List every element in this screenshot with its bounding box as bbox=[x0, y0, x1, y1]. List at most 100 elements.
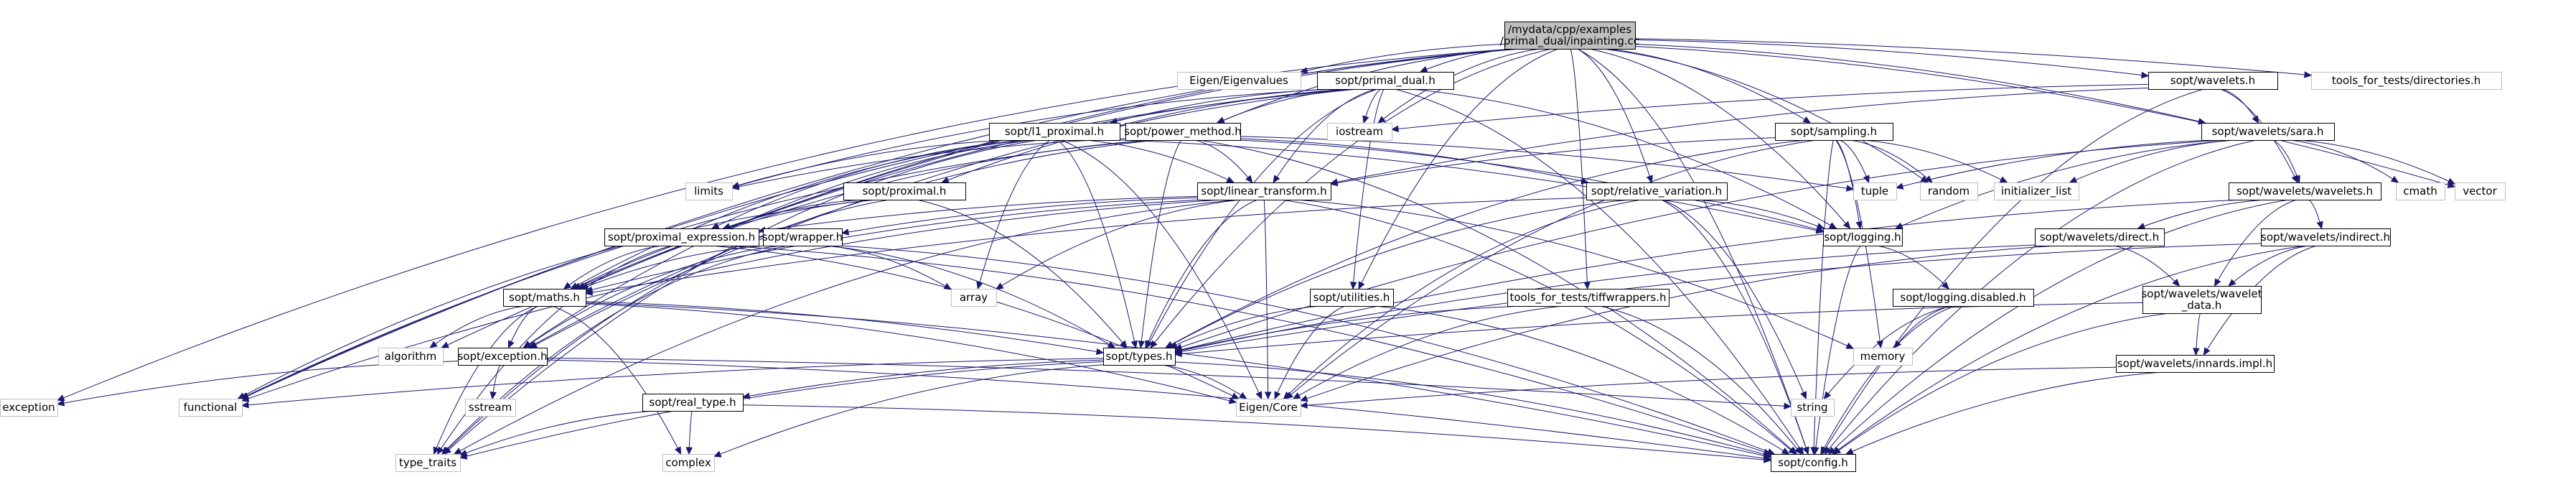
edge-arrowhead bbox=[1812, 446, 1819, 455]
edge-tiffwrappers-to-config bbox=[1599, 305, 1802, 455]
node-tiffwrappers[interactable]: tools_for_tests/tiffwrappers.h bbox=[1507, 289, 1669, 307]
edge-sampling-to-logging bbox=[1835, 139, 1863, 230]
node-direct[interactable]: sopt/wavelets/direct.h bbox=[2035, 228, 2165, 246]
edge-arrowhead bbox=[1766, 448, 1776, 455]
edge-arrowhead bbox=[1823, 391, 1832, 399]
node-config[interactable]: sopt/config.h bbox=[1771, 454, 1856, 472]
edge-arrowhead bbox=[1169, 341, 1178, 348]
node-utilities[interactable]: sopt/utilities.h bbox=[1310, 289, 1394, 307]
edge-line bbox=[1085, 139, 1234, 183]
node-tuple: tuple bbox=[1853, 182, 1897, 200]
node-proximal[interactable]: sopt/proximal.h bbox=[843, 182, 966, 200]
node-sampling[interactable]: sopt/sampling.h bbox=[1775, 123, 1893, 141]
edge-line bbox=[1283, 199, 1641, 399]
node-box bbox=[503, 289, 586, 307]
edge-wavelet_data-to-innards bbox=[2193, 312, 2201, 356]
edge-line bbox=[1300, 245, 2058, 402]
node-wavelets-h[interactable]: sopt/wavelets.h bbox=[2148, 72, 2278, 90]
node-indirect[interactable]: sopt/wavelets/indirect.h bbox=[2261, 228, 2391, 246]
edge-root-to-wavelets_h bbox=[1634, 39, 2150, 79]
node-label: /primal_dual/inpainting.cc bbox=[1500, 34, 1639, 48]
edge-line bbox=[240, 139, 1153, 399]
edge-line bbox=[1358, 48, 1559, 290]
node-wavelets-wavelets[interactable]: sopt/wavelets/wavelets.h bbox=[2229, 182, 2381, 200]
node-label: sopt/wavelets/sara.h bbox=[2212, 125, 2324, 138]
edge-linear_transform-to-types bbox=[1145, 199, 1258, 349]
node-memory: memory bbox=[1853, 348, 1913, 366]
node-root[interactable]: /mydata/cpp/examples/primal_dual/inpaint… bbox=[1500, 22, 1639, 50]
edge-arrowhead bbox=[976, 281, 983, 290]
edge-wrapper-to-exception_h bbox=[523, 245, 781, 348]
node-wrapper[interactable]: sopt/wrapper.h bbox=[762, 228, 843, 246]
node-box bbox=[1317, 72, 1454, 90]
edge-maths-to-config bbox=[585, 302, 1772, 459]
node-label: array bbox=[960, 291, 988, 304]
node-types[interactable]: sopt/types.h bbox=[1103, 348, 1176, 366]
edge-line bbox=[723, 199, 863, 229]
edge-line bbox=[731, 138, 1126, 189]
edge-arrowhead bbox=[1828, 222, 1837, 229]
edge-arrowhead bbox=[840, 228, 850, 236]
edge-wrapper-to-maths bbox=[580, 245, 766, 290]
edge-arrowhead bbox=[433, 446, 440, 455]
edge-arrowhead bbox=[1832, 447, 1842, 455]
edge-line bbox=[1217, 88, 1352, 124]
edge-arrowhead bbox=[507, 340, 515, 349]
edge-arrowhead bbox=[56, 394, 65, 402]
node-box bbox=[395, 454, 461, 472]
node-innards[interactable]: sopt/wavelets/innards.impl.h bbox=[2116, 355, 2275, 373]
node-sara[interactable]: sopt/wavelets/sara.h bbox=[2201, 123, 2335, 141]
node-real-type[interactable]: sopt/real_type.h bbox=[642, 394, 744, 412]
edge-arrowhead bbox=[1216, 116, 1225, 124]
edge-line bbox=[57, 48, 1514, 401]
edge-arrowhead bbox=[1802, 116, 1812, 124]
edge-arrowhead bbox=[1138, 341, 1146, 349]
node-box bbox=[951, 289, 997, 307]
node-label: complex bbox=[665, 456, 711, 469]
node-proximal-expression[interactable]: sopt/proximal_expression.h bbox=[604, 228, 759, 246]
node-box bbox=[2148, 72, 2278, 90]
edge-arrowhead bbox=[711, 222, 720, 229]
edge-logging_disabled-to-memory bbox=[1893, 305, 1952, 348]
node-box bbox=[1125, 123, 1241, 141]
edge-primal_dual-to-config bbox=[1395, 88, 1804, 455]
node-string: string bbox=[1791, 399, 1835, 417]
edge-l1_proximal-to-types bbox=[1057, 139, 1138, 349]
edge-wavelet_data-to-config bbox=[1832, 312, 2170, 455]
edge-arrowhead bbox=[2304, 71, 2313, 78]
edge-power_method-to-relative_variation bbox=[1240, 138, 1589, 185]
node-primal-dual[interactable]: sopt/primal_dual.h bbox=[1317, 72, 1454, 90]
edge-line bbox=[2272, 139, 2300, 183]
edge-line bbox=[546, 357, 1792, 407]
node-relative-variation[interactable]: sopt/relative_variation.h bbox=[1586, 182, 1728, 200]
node-power-method[interactable]: sopt/power_method.h bbox=[1124, 123, 1242, 141]
node-maths[interactable]: sopt/maths.h bbox=[503, 289, 586, 307]
edge-arrowhead bbox=[1763, 450, 1772, 458]
edge-linear_transform-to-config bbox=[1281, 199, 1797, 455]
edge-line bbox=[1293, 305, 1563, 399]
node-linear-transform[interactable]: sopt/linear_transform.h bbox=[1197, 182, 1331, 200]
edge-line bbox=[2221, 88, 2259, 124]
edge-line bbox=[1634, 44, 2206, 124]
node-exception-h[interactable]: sopt/exception.h bbox=[457, 348, 548, 366]
node-label: sopt/l1_proximal.h bbox=[1005, 125, 1104, 139]
node-box bbox=[1791, 399, 1835, 417]
node-label: Eigen/Core bbox=[1239, 401, 1298, 414]
edge-line bbox=[1300, 366, 2117, 407]
node-tools-dirs: tools_for_tests/directories.h bbox=[2311, 72, 2502, 90]
node-logging-disabled[interactable]: sopt/logging.disabled.h bbox=[1893, 289, 2034, 307]
edge-line bbox=[996, 199, 1241, 290]
node-wavelet-data[interactable]: sopt/wavelets/wavelet_data.h bbox=[2141, 286, 2262, 314]
node-box bbox=[1823, 228, 1903, 246]
edge-line bbox=[2290, 139, 2399, 183]
edge-line bbox=[1896, 139, 2211, 188]
edge-line bbox=[1352, 88, 1385, 290]
edge-line bbox=[1833, 312, 2170, 455]
edge-line bbox=[1570, 48, 1588, 290]
edge-line bbox=[1174, 305, 1522, 352]
node-box bbox=[1920, 182, 1978, 200]
node-box bbox=[1327, 123, 1392, 141]
node-logging[interactable]: sopt/logging.h bbox=[1823, 228, 1903, 246]
node-l1-proximal[interactable]: sopt/l1_proximal.h bbox=[989, 123, 1120, 141]
node-label: sopt/power_method.h bbox=[1124, 125, 1242, 139]
